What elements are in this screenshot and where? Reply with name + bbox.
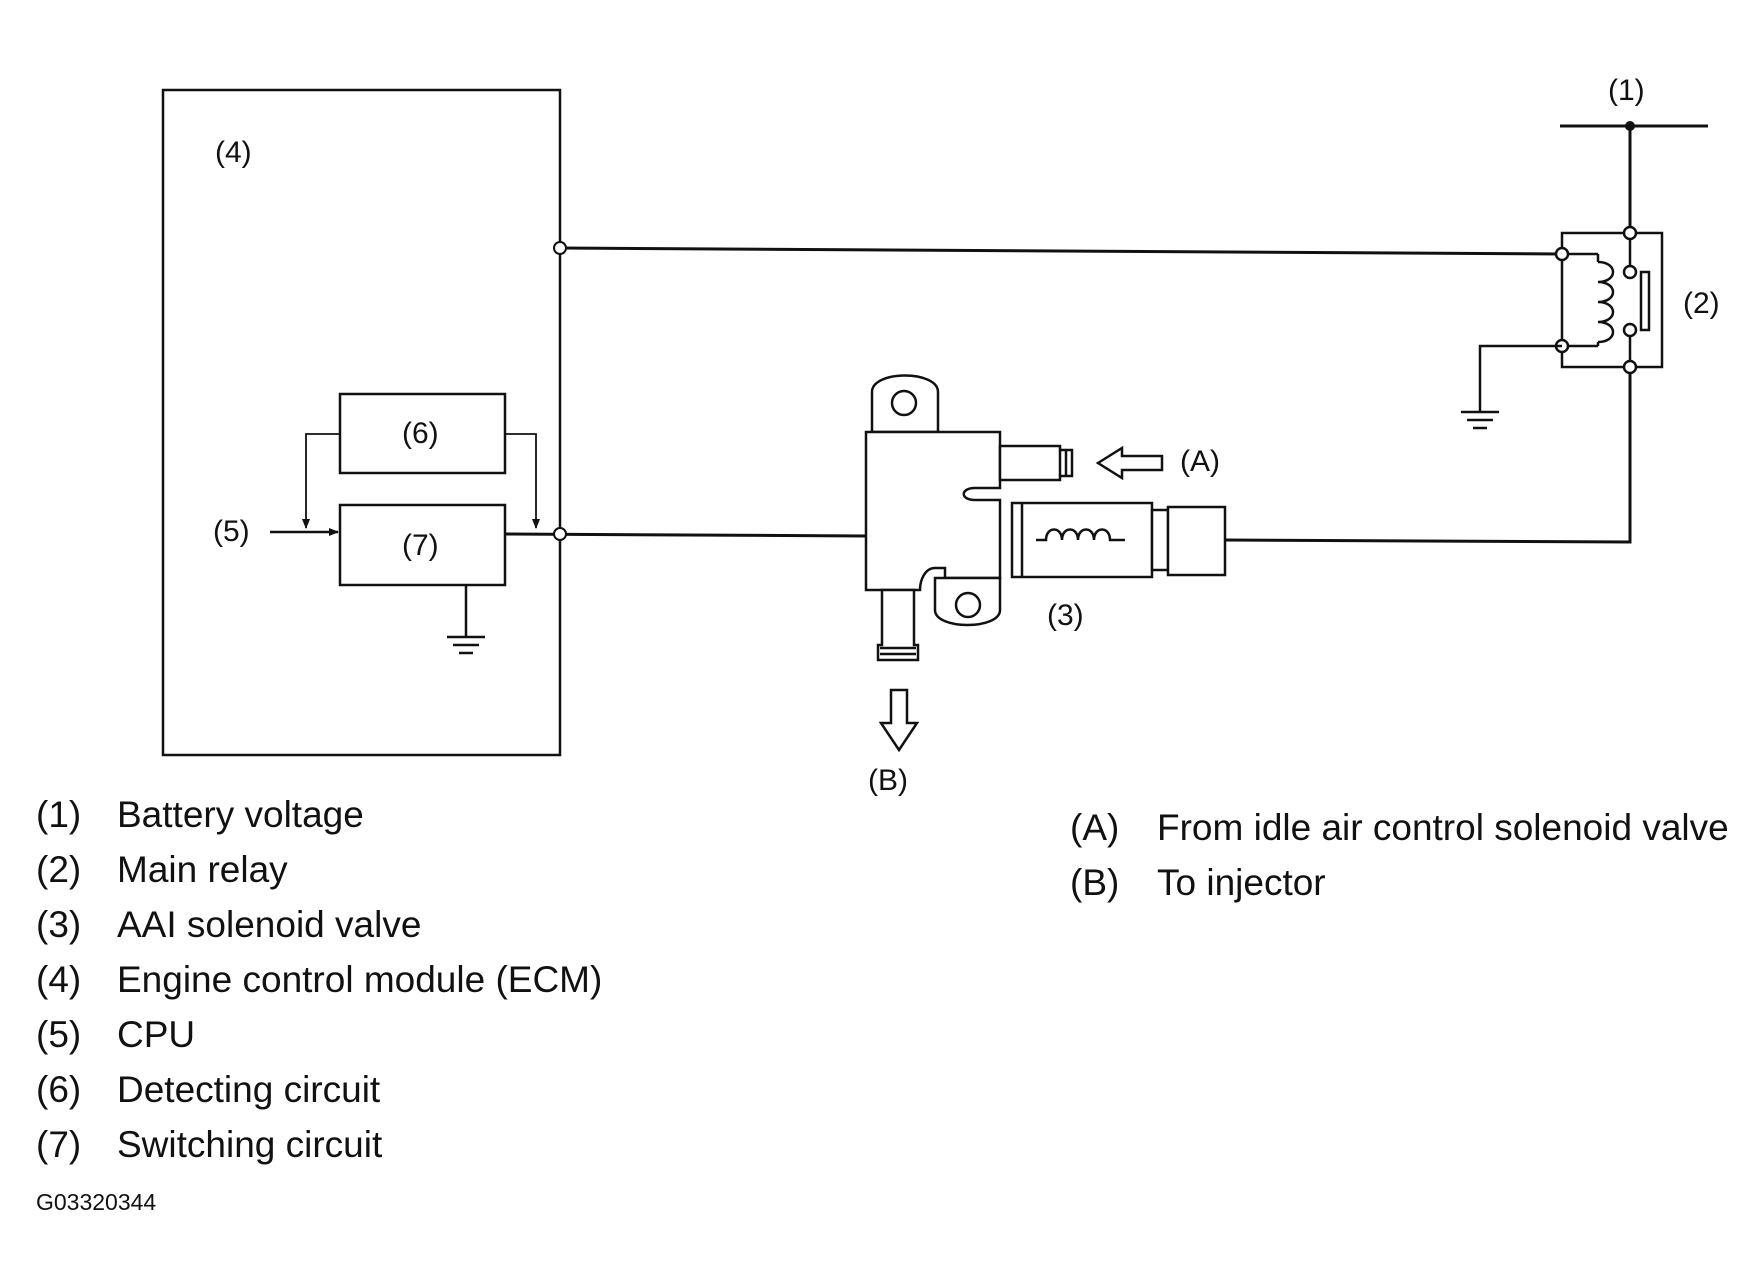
legend-number: (1): [36, 794, 82, 835]
component-legend: (1) Battery voltage (2) Main relay (3) A…: [36, 787, 602, 1172]
wire-ecm-to-relay: [559, 246, 1563, 256]
legend-number: (6): [36, 1069, 82, 1110]
aai-solenoid-valve: [864, 374, 1227, 662]
legend-number: (3): [36, 904, 82, 945]
callout-1: (1): [1608, 74, 1645, 107]
legend-number: (5): [36, 1014, 82, 1055]
detecting-circuit-links: [302, 433, 540, 529]
legend-label: AAI solenoid valve: [117, 904, 422, 945]
ecm-box: [161, 88, 562, 757]
legend-label: To injector: [1157, 862, 1326, 903]
legend-label: From idle air control solenoid valve: [1157, 807, 1729, 848]
legend-number: (A): [1070, 807, 1120, 848]
legend-item: (7) Switching circuit: [36, 1117, 602, 1172]
switching-circuit-box: [338, 503, 507, 587]
legend-item: (B) To injector: [1070, 855, 1729, 910]
legend-number: (7): [36, 1124, 82, 1165]
callout-2: (2): [1683, 287, 1720, 320]
legend-item: (3) AAI solenoid valve: [36, 897, 602, 952]
callout-6: (6): [402, 417, 439, 450]
ecm-ground-symbol: [447, 585, 485, 655]
relay-ground-symbol: [1461, 344, 1562, 430]
battery-bus: [1560, 121, 1708, 230]
legend-item: (1) Battery voltage: [36, 787, 602, 842]
ecm-terminal-top: [553, 241, 567, 255]
callout-a: (A): [1180, 445, 1220, 478]
legend-label: Switching circuit: [117, 1124, 383, 1165]
callout-4: (4): [215, 136, 252, 169]
callout-b: (B): [868, 764, 908, 797]
flow-arrow-a: [1095, 445, 1164, 481]
legend-number: (4): [36, 959, 82, 1000]
legend-item: (4) Engine control module (ECM): [36, 952, 602, 1007]
callout-3: (3): [1047, 599, 1084, 632]
legend-label: Main relay: [117, 849, 288, 890]
legend-item: (2) Main relay: [36, 842, 602, 897]
main-relay: [1554, 225, 1664, 375]
legend-label: CPU: [117, 1014, 196, 1055]
flow-arrow-b: [878, 688, 920, 753]
legend-label: Detecting circuit: [117, 1069, 381, 1110]
legend-item: (5) CPU: [36, 1007, 602, 1062]
legend-label: Engine control module (ECM): [117, 959, 603, 1000]
legend-number: (2): [36, 849, 82, 890]
figure-code: G03320344: [36, 1189, 157, 1215]
legend-label: Battery voltage: [117, 794, 364, 835]
legend-item: (6) Detecting circuit: [36, 1062, 602, 1117]
callout-5: (5): [213, 515, 250, 548]
flow-legend: (A) From idle air control solenoid valve…: [1070, 800, 1729, 910]
ecm-terminal-bottom: [553, 527, 567, 541]
legend-number: (B): [1070, 862, 1120, 903]
callout-7: (7): [402, 529, 439, 562]
legend-item: (A) From idle air control solenoid valve: [1070, 800, 1729, 855]
